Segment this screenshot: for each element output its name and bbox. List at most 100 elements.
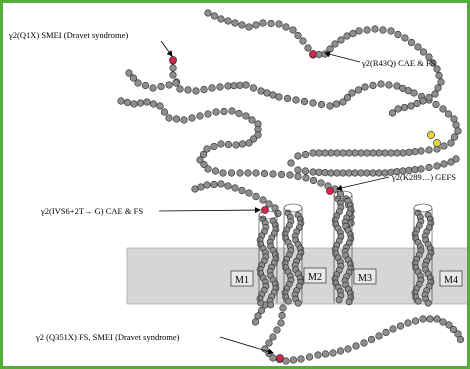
residue-bead — [352, 170, 359, 177]
segment-m3-label: M3 — [358, 273, 372, 284]
segment-m2-label: M2 — [308, 272, 322, 283]
label-q1x: γ2(Q1X) SMEI (Dravet syndrome) — [8, 30, 128, 40]
residue-bead — [218, 16, 225, 23]
residue-bead — [161, 109, 168, 116]
residue-bead — [322, 351, 329, 358]
residue-bead — [209, 85, 216, 92]
residue-bead — [201, 86, 208, 93]
residue-bead — [356, 28, 363, 35]
residue-bead — [353, 343, 360, 350]
residue-bead — [236, 110, 243, 117]
residue-bead — [457, 336, 464, 343]
residue-bead — [327, 103, 334, 110]
residue-bead — [445, 111, 452, 118]
residue-bead — [370, 82, 377, 89]
residue-bead — [213, 109, 220, 116]
residue-bead — [144, 99, 151, 106]
residue-bead — [380, 27, 387, 34]
residue-bead — [232, 20, 239, 27]
residue-bead — [390, 326, 397, 333]
residue-bead — [376, 150, 383, 157]
residue-bead — [305, 45, 312, 52]
residue-bead — [432, 91, 439, 98]
residue-bead — [211, 181, 218, 188]
residue-bead — [298, 356, 305, 363]
residue-bead — [433, 101, 440, 108]
residue-bead — [253, 22, 260, 29]
residue-bead — [441, 161, 448, 168]
residue-bead — [337, 348, 344, 355]
residue-bead — [124, 99, 131, 106]
residue-bead — [302, 168, 309, 175]
residue-bead — [279, 312, 286, 319]
receptor-topology-diagram: M1 M2 M3 M4 γ2(Q1X) SMEI (Dravet syndrom… — [3, 3, 467, 366]
label-q351x: γ2 (Q351X) FS, SMEI (Dravet syndrome) — [35, 332, 180, 342]
residue-bead — [344, 33, 351, 40]
label-r43q: γ2(R43Q) CAE & FS — [361, 58, 436, 68]
residue-bead — [270, 171, 277, 178]
residue-bead — [170, 72, 177, 79]
residue-bead — [316, 150, 323, 157]
residue-bead — [401, 104, 408, 111]
residue-bead — [158, 83, 165, 90]
residue-bead — [243, 113, 250, 120]
residue-bead — [211, 13, 218, 20]
arrow-q351x — [220, 337, 273, 353]
residue-bead — [306, 354, 313, 361]
residue-bead — [328, 170, 335, 177]
residue-bead — [382, 170, 389, 177]
residue-bead — [405, 320, 412, 327]
residue-bead — [364, 170, 371, 177]
residue-bead — [440, 319, 447, 326]
residue-bead — [276, 94, 283, 101]
residue-bead — [211, 143, 218, 150]
residue-bead — [334, 150, 341, 157]
residue-bead — [258, 88, 265, 95]
arrow-ivs6 — [159, 210, 260, 211]
residue-bead — [333, 101, 340, 108]
residue-bead — [135, 80, 142, 87]
residue-bead — [346, 170, 353, 177]
residue-bead — [253, 170, 260, 177]
residue-bead — [250, 85, 257, 92]
residue-bead — [310, 100, 317, 107]
residue-bead — [438, 79, 445, 86]
residue-bead — [426, 94, 433, 101]
residue-bead — [411, 90, 418, 97]
residue-bead — [453, 122, 460, 129]
residue-bead — [228, 170, 235, 177]
residue-bead — [275, 210, 282, 217]
arrow-r43q — [325, 53, 360, 62]
residue-bead — [118, 98, 125, 105]
residue-bead — [355, 87, 362, 94]
residue-bead — [231, 82, 238, 89]
mutation-markers — [169, 50, 440, 361]
residue-bead — [378, 81, 385, 88]
segment-m4-box: M4 — [440, 271, 462, 286]
residue-bead — [318, 180, 325, 187]
residue-bead — [220, 170, 227, 177]
residue-bead — [412, 318, 419, 325]
segment-m4-label: M4 — [444, 275, 458, 286]
residue-bead — [278, 171, 285, 178]
residue-bead — [346, 299, 352, 305]
residue-bead — [270, 355, 277, 362]
residue-bead — [389, 110, 396, 117]
residue-bead — [383, 329, 390, 336]
residue-bead — [315, 352, 322, 359]
residue-bead — [397, 323, 404, 330]
mutation-bead-ivs6 — [261, 206, 268, 213]
residue-bead — [274, 327, 281, 334]
residue-bead — [436, 72, 443, 79]
residue-bead — [435, 85, 442, 92]
residue-bead — [364, 27, 371, 34]
residue-bead — [295, 300, 301, 306]
residue-bead — [376, 333, 383, 340]
residue-bead — [310, 150, 317, 157]
residue-bead — [239, 141, 246, 148]
residue-bead — [301, 98, 308, 105]
residue-bead — [434, 316, 441, 323]
residue-bead — [322, 169, 329, 176]
residue-bead — [252, 319, 259, 326]
residue-bead — [150, 85, 157, 92]
